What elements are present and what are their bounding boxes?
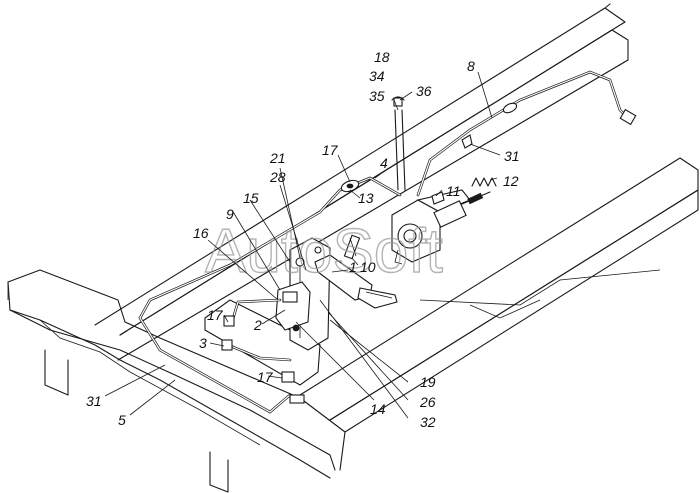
callout-17-lower: 17 <box>257 369 274 385</box>
callout-16: 16 <box>193 225 209 241</box>
frame-rail-near <box>299 157 699 433</box>
callout-13: 13 <box>358 190 374 206</box>
frame-rail-far <box>94 3 629 361</box>
callout-9: 9 <box>226 206 234 222</box>
callout-3: 3 <box>199 335 207 351</box>
callout-4: 4 <box>380 155 388 171</box>
line-fittings <box>340 96 405 193</box>
connection-hoses <box>221 298 305 404</box>
callout-34: 34 <box>369 68 385 84</box>
callout-21: 21 <box>269 150 286 166</box>
callout-14: 14 <box>370 401 386 417</box>
callout-17-upper: 17 <box>322 142 339 158</box>
watermark-text: AutoSoft <box>205 217 443 286</box>
callout-31-right: 31 <box>504 148 520 164</box>
master-cylinder <box>275 281 311 332</box>
callout-35: 35 <box>369 88 385 104</box>
callout-12: 12 <box>503 173 519 189</box>
front-cross-member <box>7 269 346 493</box>
air-line <box>416 70 637 197</box>
return-spring <box>471 177 497 187</box>
callout-1: 1 <box>349 259 357 275</box>
callout-11: 11 <box>446 183 461 199</box>
callout-36: 36 <box>416 83 432 99</box>
callout-5: 5 <box>118 412 126 428</box>
callout-19: 19 <box>420 374 436 390</box>
callout-2: 2 <box>253 317 262 333</box>
callout-31-left: 31 <box>86 393 102 409</box>
callout-18: 18 <box>374 49 390 65</box>
callout-10: 10 <box>360 259 376 275</box>
callout-17-left: 17 <box>207 307 224 323</box>
callout-15: 15 <box>243 190 259 206</box>
callout-labels: 8 18 34 35 36 17 4 31 12 11 13 21 28 15 … <box>86 49 520 430</box>
callout-28: 28 <box>269 169 286 185</box>
callout-32: 32 <box>420 414 436 430</box>
callout-26: 26 <box>419 394 436 410</box>
callout-8: 8 <box>467 58 475 74</box>
clutch-booster <box>391 189 491 265</box>
clutch-pedal <box>314 234 398 309</box>
leader-lines <box>104 71 501 419</box>
